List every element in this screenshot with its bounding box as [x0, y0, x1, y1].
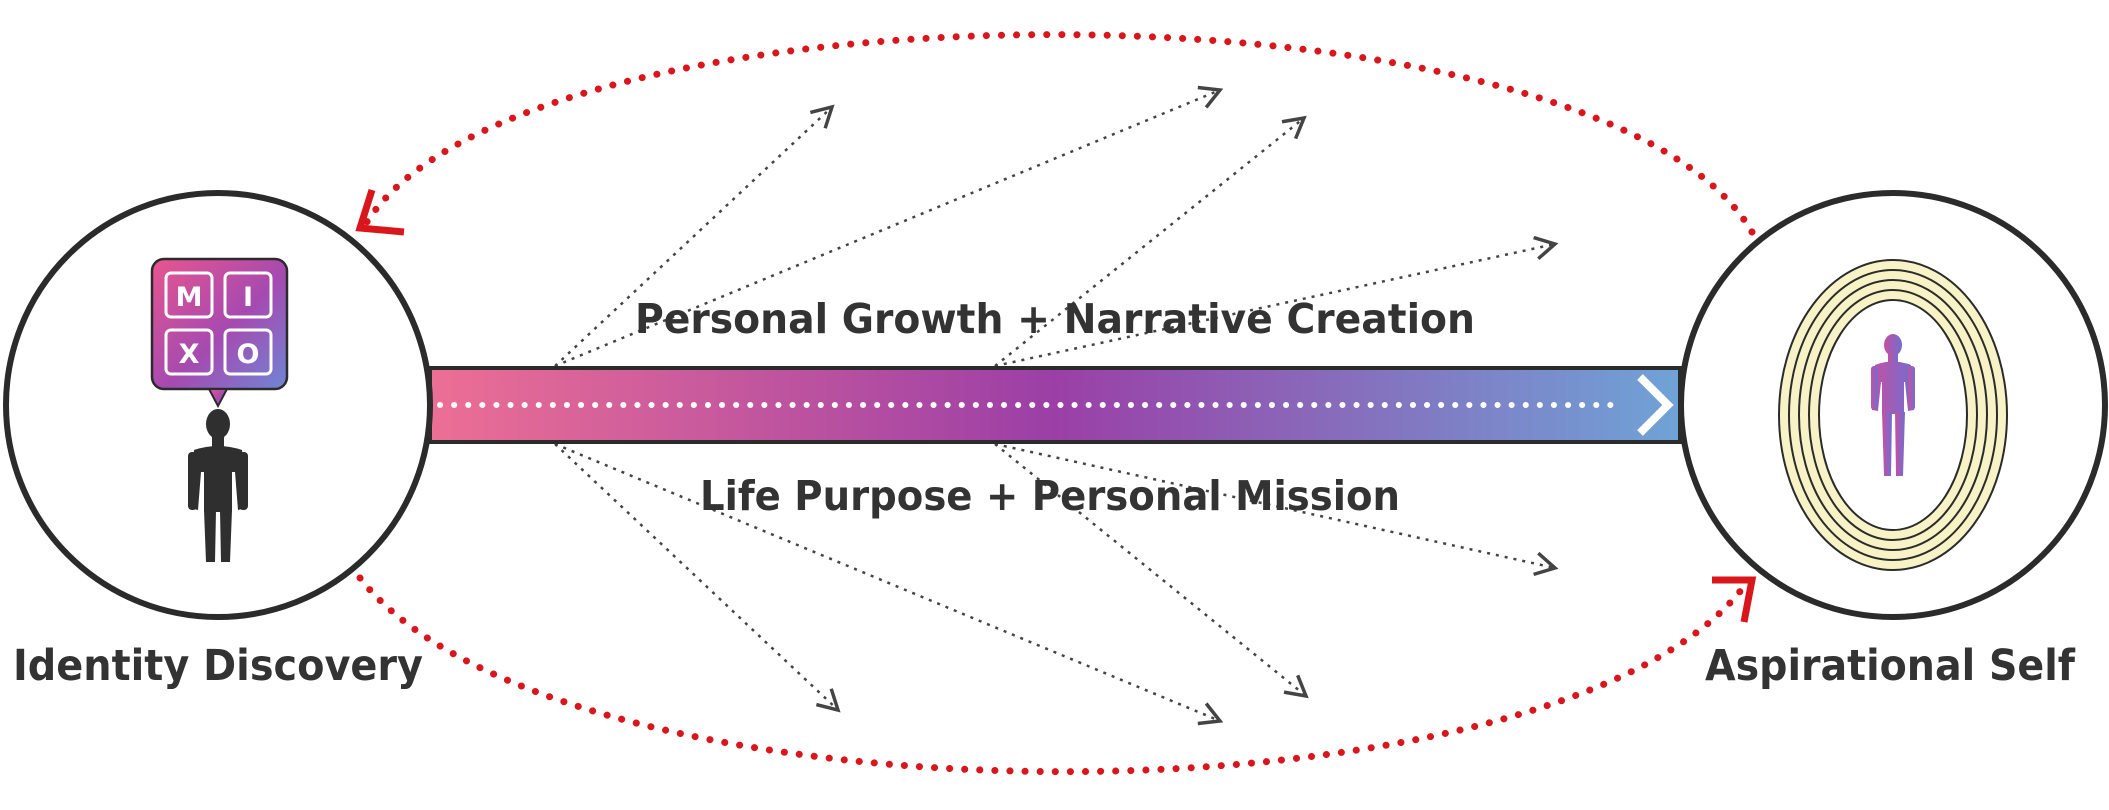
top-band-label: Personal Growth + Narrative Creation	[635, 295, 1475, 343]
mixo-logo: M I X O	[150, 257, 289, 409]
fan-arrow-down-3	[994, 443, 1309, 699]
identity-discovery-label: Identity Discovery	[13, 641, 423, 691]
aspirational-self-label: Aspirational Self	[1705, 641, 2076, 691]
fan-arrow-down-2	[554, 442, 1224, 726]
bottom-band-label: Life Purpose + Personal Mission	[700, 472, 1400, 520]
fan-arrows	[554, 85, 1559, 726]
top-loop-arrow	[361, 31, 1756, 236]
growth-rings	[1778, 259, 2008, 571]
bottom-loop-arrow	[356, 574, 1749, 776]
bottom-loop-arrowhead	[1712, 576, 1757, 623]
mixo-letter-x: X	[179, 339, 200, 370]
band-chevron-icon	[1637, 374, 1674, 436]
mixo-letter-m: M	[176, 282, 203, 313]
fan-arrow-down-4	[994, 442, 1559, 577]
aspirational-person-icon	[1871, 334, 1915, 476]
person-icon	[188, 409, 248, 562]
mixo-letter-o: O	[237, 339, 260, 370]
mixo-letter-i: I	[243, 282, 253, 313]
top-loop-arrowhead	[355, 188, 405, 236]
fan-arrow-down-1	[554, 443, 841, 713]
fan-arrow-up-2	[554, 85, 1224, 368]
fan-arrow-up-4	[994, 235, 1559, 368]
fan-arrow-up-3	[994, 115, 1307, 367]
fan-arrow-up-1	[554, 104, 835, 367]
progress-band	[428, 366, 1682, 444]
